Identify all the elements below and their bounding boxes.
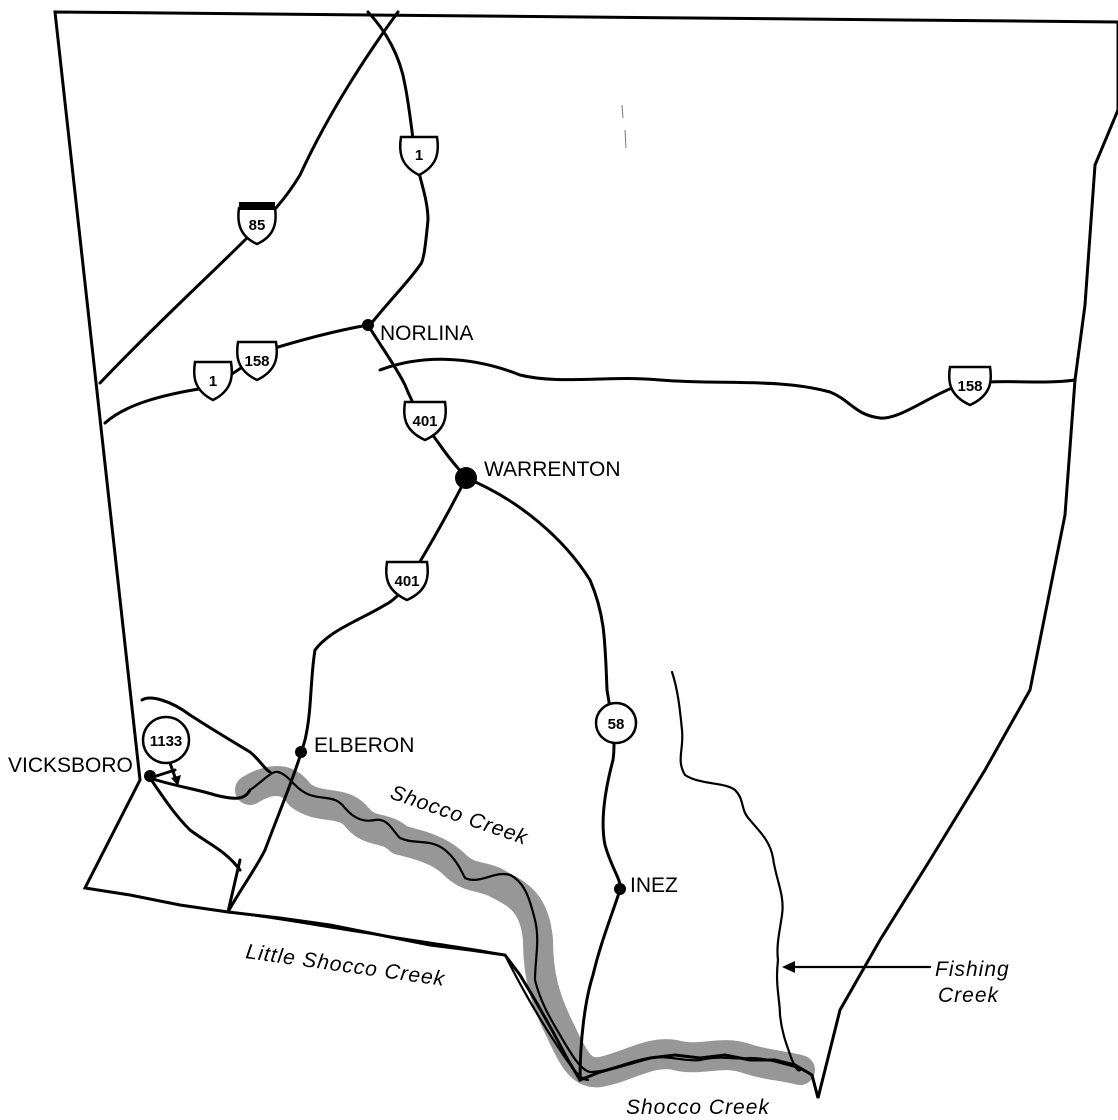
town-label-warrenton: WARRENTON bbox=[484, 458, 621, 481]
svg-text:1: 1 bbox=[415, 147, 423, 164]
vicksboro-marker bbox=[144, 770, 156, 782]
shield-sr1133-pointer-arrow bbox=[171, 775, 181, 786]
svg-text:158: 158 bbox=[957, 378, 982, 395]
svg-text:401: 401 bbox=[394, 573, 419, 590]
road-boundary-cross bbox=[226, 858, 242, 914]
svg-text:85: 85 bbox=[249, 217, 266, 234]
shield-us158-east: 158 bbox=[947, 365, 993, 407]
norlina-marker bbox=[362, 319, 374, 331]
road-sr1133-loop bbox=[140, 696, 272, 774]
road-vicksboro-south bbox=[148, 776, 242, 872]
town-label-vicksboro: VICKSBORO bbox=[8, 754, 133, 777]
county-boundary bbox=[53, 10, 1118, 1099]
shield-i85: 85 bbox=[237, 202, 277, 246]
fishing-creek bbox=[670, 670, 802, 1072]
elberon-marker bbox=[295, 746, 307, 758]
svg-text:1: 1 bbox=[209, 373, 217, 390]
shield-us1-north: 1 bbox=[398, 135, 440, 177]
svg-text:401: 401 bbox=[412, 413, 437, 430]
town-label-inez: INEZ bbox=[630, 874, 678, 897]
shield-us401-north: 401 bbox=[402, 400, 448, 442]
road-vicksboro-east bbox=[148, 776, 252, 800]
creek-label-shocco-lower: Shocco Creek bbox=[626, 1096, 770, 1119]
svg-text:158: 158 bbox=[244, 353, 269, 370]
road-nc58 bbox=[464, 476, 622, 1082]
inez-marker bbox=[614, 883, 626, 895]
shield-us158-west: 158 bbox=[235, 340, 279, 382]
shield-us401-south: 401 bbox=[384, 560, 430, 602]
svg-text:58: 58 bbox=[608, 716, 625, 733]
map-mark bbox=[621, 104, 627, 149]
svg-text:1133: 1133 bbox=[150, 733, 183, 750]
creek-label-fishing: Fishing bbox=[935, 958, 1010, 981]
warrenton-marker bbox=[455, 467, 477, 489]
creek-label-little-shocco: Little Shocco Creek bbox=[244, 940, 447, 991]
shield-nc58: 58 bbox=[594, 701, 638, 745]
creek-label-fishing-creek: Creek bbox=[938, 984, 1000, 1007]
shield-us1-west: 1 bbox=[192, 360, 234, 402]
fishing-creek-pointer-arrow bbox=[782, 961, 795, 973]
road-us1-north bbox=[366, 10, 430, 327]
shocco-creek bbox=[248, 770, 802, 1074]
town-label-norlina: NORLINA bbox=[380, 322, 473, 345]
town-label-elberon: ELBERON bbox=[314, 734, 414, 757]
little-shocco-creek bbox=[226, 910, 590, 1082]
shield-sr1133: 1133 bbox=[141, 715, 191, 765]
